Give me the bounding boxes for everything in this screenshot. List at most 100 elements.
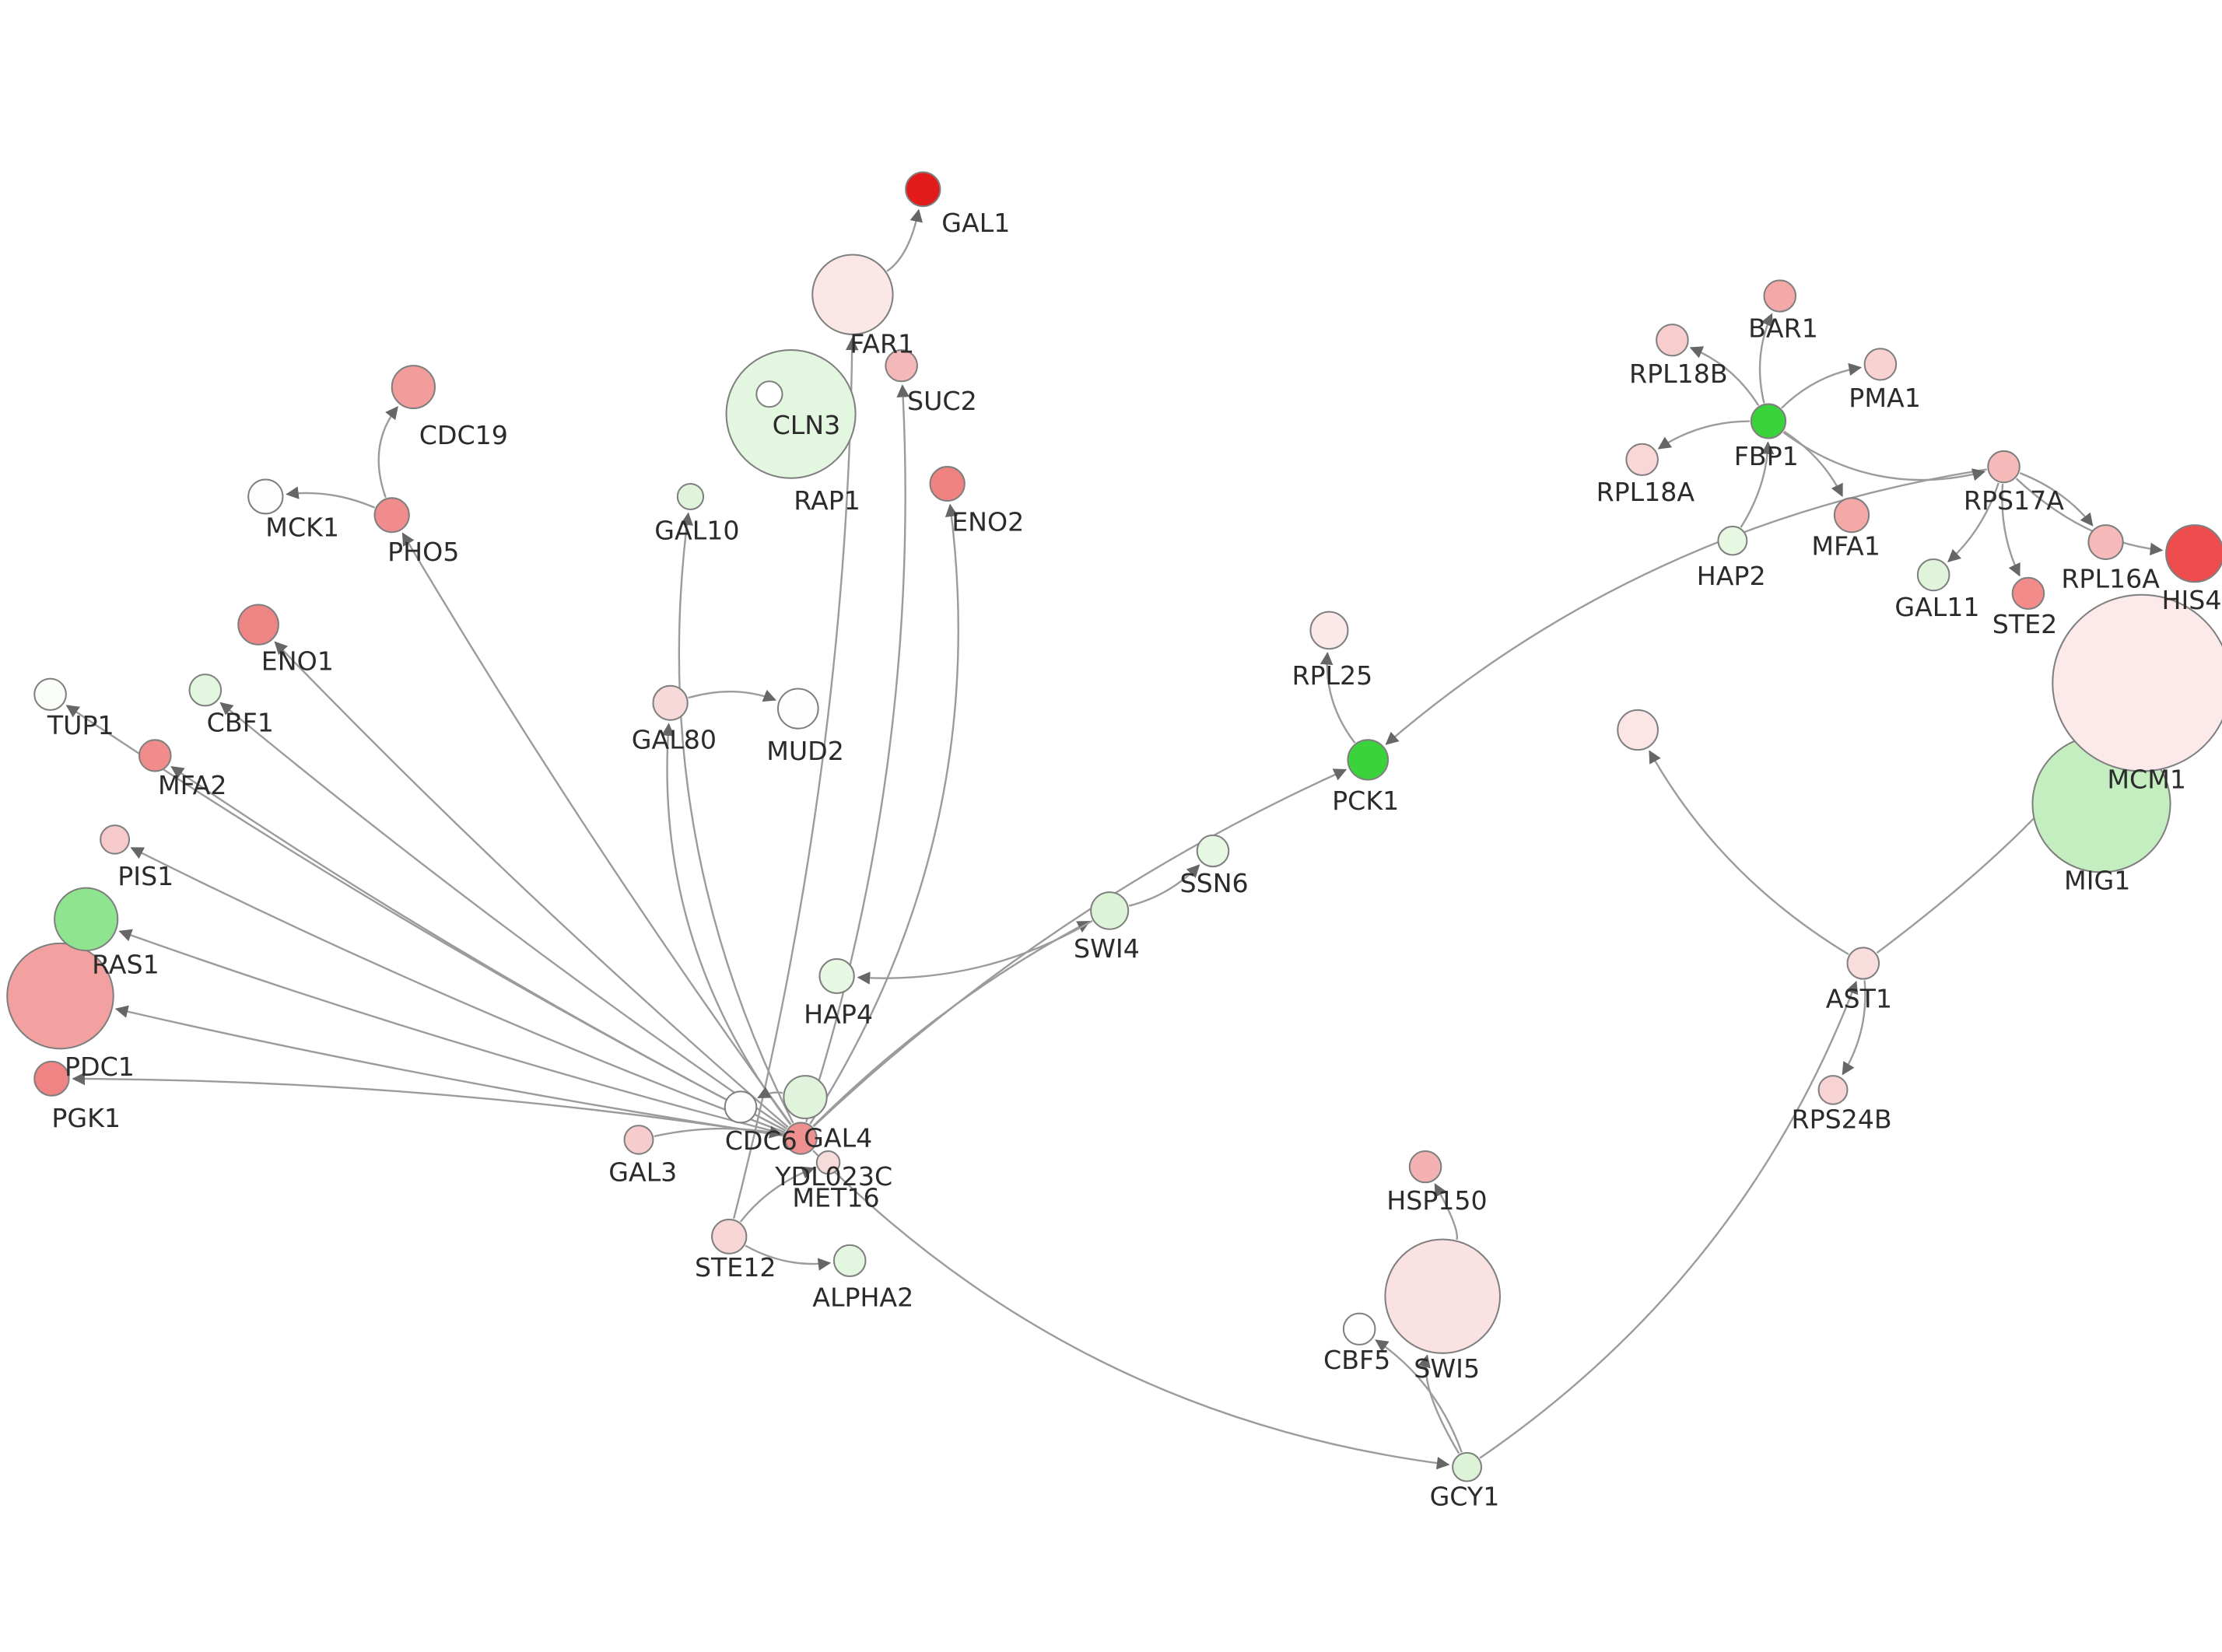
edge-SWI4-SSN6 — [1128, 864, 1200, 907]
edge-GCY1-AST1 — [1479, 980, 1859, 1459]
edge-GAL4-GAL10 — [678, 512, 794, 1124]
node-eno2[interactable] — [929, 466, 966, 502]
node-eno1[interactable] — [237, 604, 279, 646]
node-label-his4: HIS4 — [2162, 585, 2222, 615]
node-ras1[interactable] — [54, 887, 119, 952]
edge-GAL4-PHO5 — [401, 532, 792, 1125]
node-hap4[interactable] — [818, 958, 855, 994]
edge-PHO5-CDC19 — [377, 406, 398, 499]
node-far1[interactable] — [811, 254, 894, 335]
node-mck1[interactable] — [247, 478, 284, 515]
node-label-hap4: HAP4 — [804, 999, 873, 1030]
node-unnamed_1[interactable] — [1617, 709, 1659, 751]
edge-FBP1-BAR1 — [1758, 313, 1773, 404]
edge-PHO5-MCK1 — [286, 486, 376, 509]
node-rap1[interactable] — [725, 349, 857, 479]
node-ast1[interactable] — [1846, 947, 1880, 980]
edge-GAL4-PIS1 — [130, 847, 786, 1133]
node-label-pma1: PMA1 — [1849, 383, 1921, 413]
node-label-hsp150: HSP150 — [1386, 1185, 1487, 1216]
edge-RPS17A-STE2 — [2001, 483, 2020, 577]
node-alpha2[interactable] — [832, 1244, 867, 1278]
node-rpl18b[interactable] — [1656, 324, 1689, 357]
node-label-gal80: GAL80 — [632, 724, 717, 754]
labels-layer: MIG1MCM1RAP1SWI5PDC1FAR1RAS1HIS4CDC19YDL… — [47, 208, 2222, 1511]
node-pdc1[interactable] — [6, 942, 114, 1050]
node-cdc6[interactable] — [724, 1090, 758, 1124]
node-label-cln3: CLN3 — [773, 410, 841, 440]
node-pho5[interactable] — [373, 497, 410, 534]
node-mcm1[interactable] — [2052, 593, 2222, 772]
node-hsp150[interactable] — [1408, 1150, 1442, 1184]
node-gcy1[interactable] — [1452, 1451, 1483, 1482]
node-rpl18a[interactable] — [1625, 443, 1659, 477]
node-met16[interactable] — [815, 1150, 841, 1175]
edge-FBP1-RPS17A — [1782, 431, 1986, 481]
edge-AST1-UNNAMED_1 — [1649, 750, 1849, 956]
node-label-fbp1: FBP1 — [1734, 441, 1799, 471]
node-pck1[interactable] — [1347, 739, 1390, 781]
node-label-gcy1: GCY1 — [1430, 1482, 1500, 1512]
node-label-pis1: PIS1 — [117, 861, 173, 891]
node-suc2[interactable] — [885, 349, 918, 383]
node-mud2[interactable] — [776, 688, 819, 730]
edge-GAL4-ENO1 — [274, 641, 789, 1129]
node-swi5[interactable] — [1384, 1238, 1501, 1354]
node-label-alpha2: ALPHA2 — [812, 1283, 913, 1313]
node-gal80[interactable] — [652, 684, 689, 721]
node-label-mck1: MCK1 — [265, 513, 339, 543]
edge-SWI5-HSP150 — [1434, 1183, 1458, 1241]
node-label-swi4: SWI4 — [1074, 933, 1140, 964]
node-label-ras1: RAS1 — [92, 949, 159, 979]
node-label-mig1: MIG1 — [2064, 866, 2130, 896]
node-ydl023c[interactable] — [783, 1075, 828, 1119]
edge-GCY1-SWI5 — [1418, 1354, 1460, 1454]
node-rpl16a[interactable] — [2087, 524, 2124, 560]
node-gal4[interactable] — [784, 1122, 818, 1155]
edge-PCK1-RPL25 — [1320, 652, 1356, 744]
edge-GAL4-SUC2 — [804, 384, 910, 1123]
node-mfa1[interactable] — [1833, 497, 1870, 534]
node-cdc19[interactable] — [391, 365, 436, 410]
node-rpl25[interactable] — [1309, 611, 1349, 650]
edge-RPS17A-HIS4 — [2015, 478, 2164, 556]
node-swi4[interactable] — [1090, 891, 1130, 930]
edge-GAL4-PGK1 — [72, 1072, 784, 1137]
node-label-rps24b: RPS24B — [1792, 1104, 1892, 1135]
node-label-mud2: MUD2 — [766, 736, 844, 766]
node-his4[interactable] — [2165, 524, 2222, 583]
edge-GAL4-GCY1 — [812, 1150, 1450, 1470]
node-label-pck1: PCK1 — [1332, 786, 1399, 816]
node-ste2[interactable] — [2011, 576, 2045, 611]
node-label-ste12: STE12 — [695, 1252, 776, 1283]
node-label-cdc6: CDC6 — [725, 1125, 797, 1156]
node-bar1[interactable] — [1763, 279, 1797, 313]
node-gal3[interactable] — [623, 1125, 654, 1155]
node-tup1[interactable] — [33, 677, 67, 711]
edge-FBP1-PMA1 — [1781, 362, 1863, 409]
node-label-rps17a: RPS17A — [1964, 485, 2065, 516]
node-label-bar1: BAR1 — [1748, 313, 1818, 344]
node-cbf1[interactable] — [188, 674, 223, 707]
node-gal11[interactable] — [1916, 558, 1950, 592]
node-cln3[interactable] — [755, 380, 783, 408]
node-pgk1[interactable] — [33, 1060, 70, 1097]
node-ssn6[interactable] — [1196, 834, 1230, 868]
edge-GCY1-CBF5 — [1375, 1339, 1463, 1453]
node-ste12[interactable] — [711, 1218, 748, 1255]
node-pis1[interactable] — [100, 824, 131, 855]
node-mfa2[interactable] — [138, 739, 172, 772]
node-rps17a[interactable] — [1987, 450, 2020, 484]
node-gal1[interactable] — [905, 171, 941, 208]
node-fbp1[interactable] — [1750, 403, 1787, 439]
node-cbf5[interactable] — [1342, 1312, 1376, 1346]
node-label-rpl18b: RPL18B — [1629, 359, 1728, 389]
node-label-gal4: GAL4 — [804, 1123, 872, 1153]
node-label-gal1: GAL1 — [941, 208, 1010, 238]
node-rps24b[interactable] — [1817, 1075, 1849, 1105]
node-hap2[interactable] — [1717, 525, 1748, 556]
node-gal10[interactable] — [676, 483, 705, 510]
node-pma1[interactable] — [1863, 348, 1898, 381]
